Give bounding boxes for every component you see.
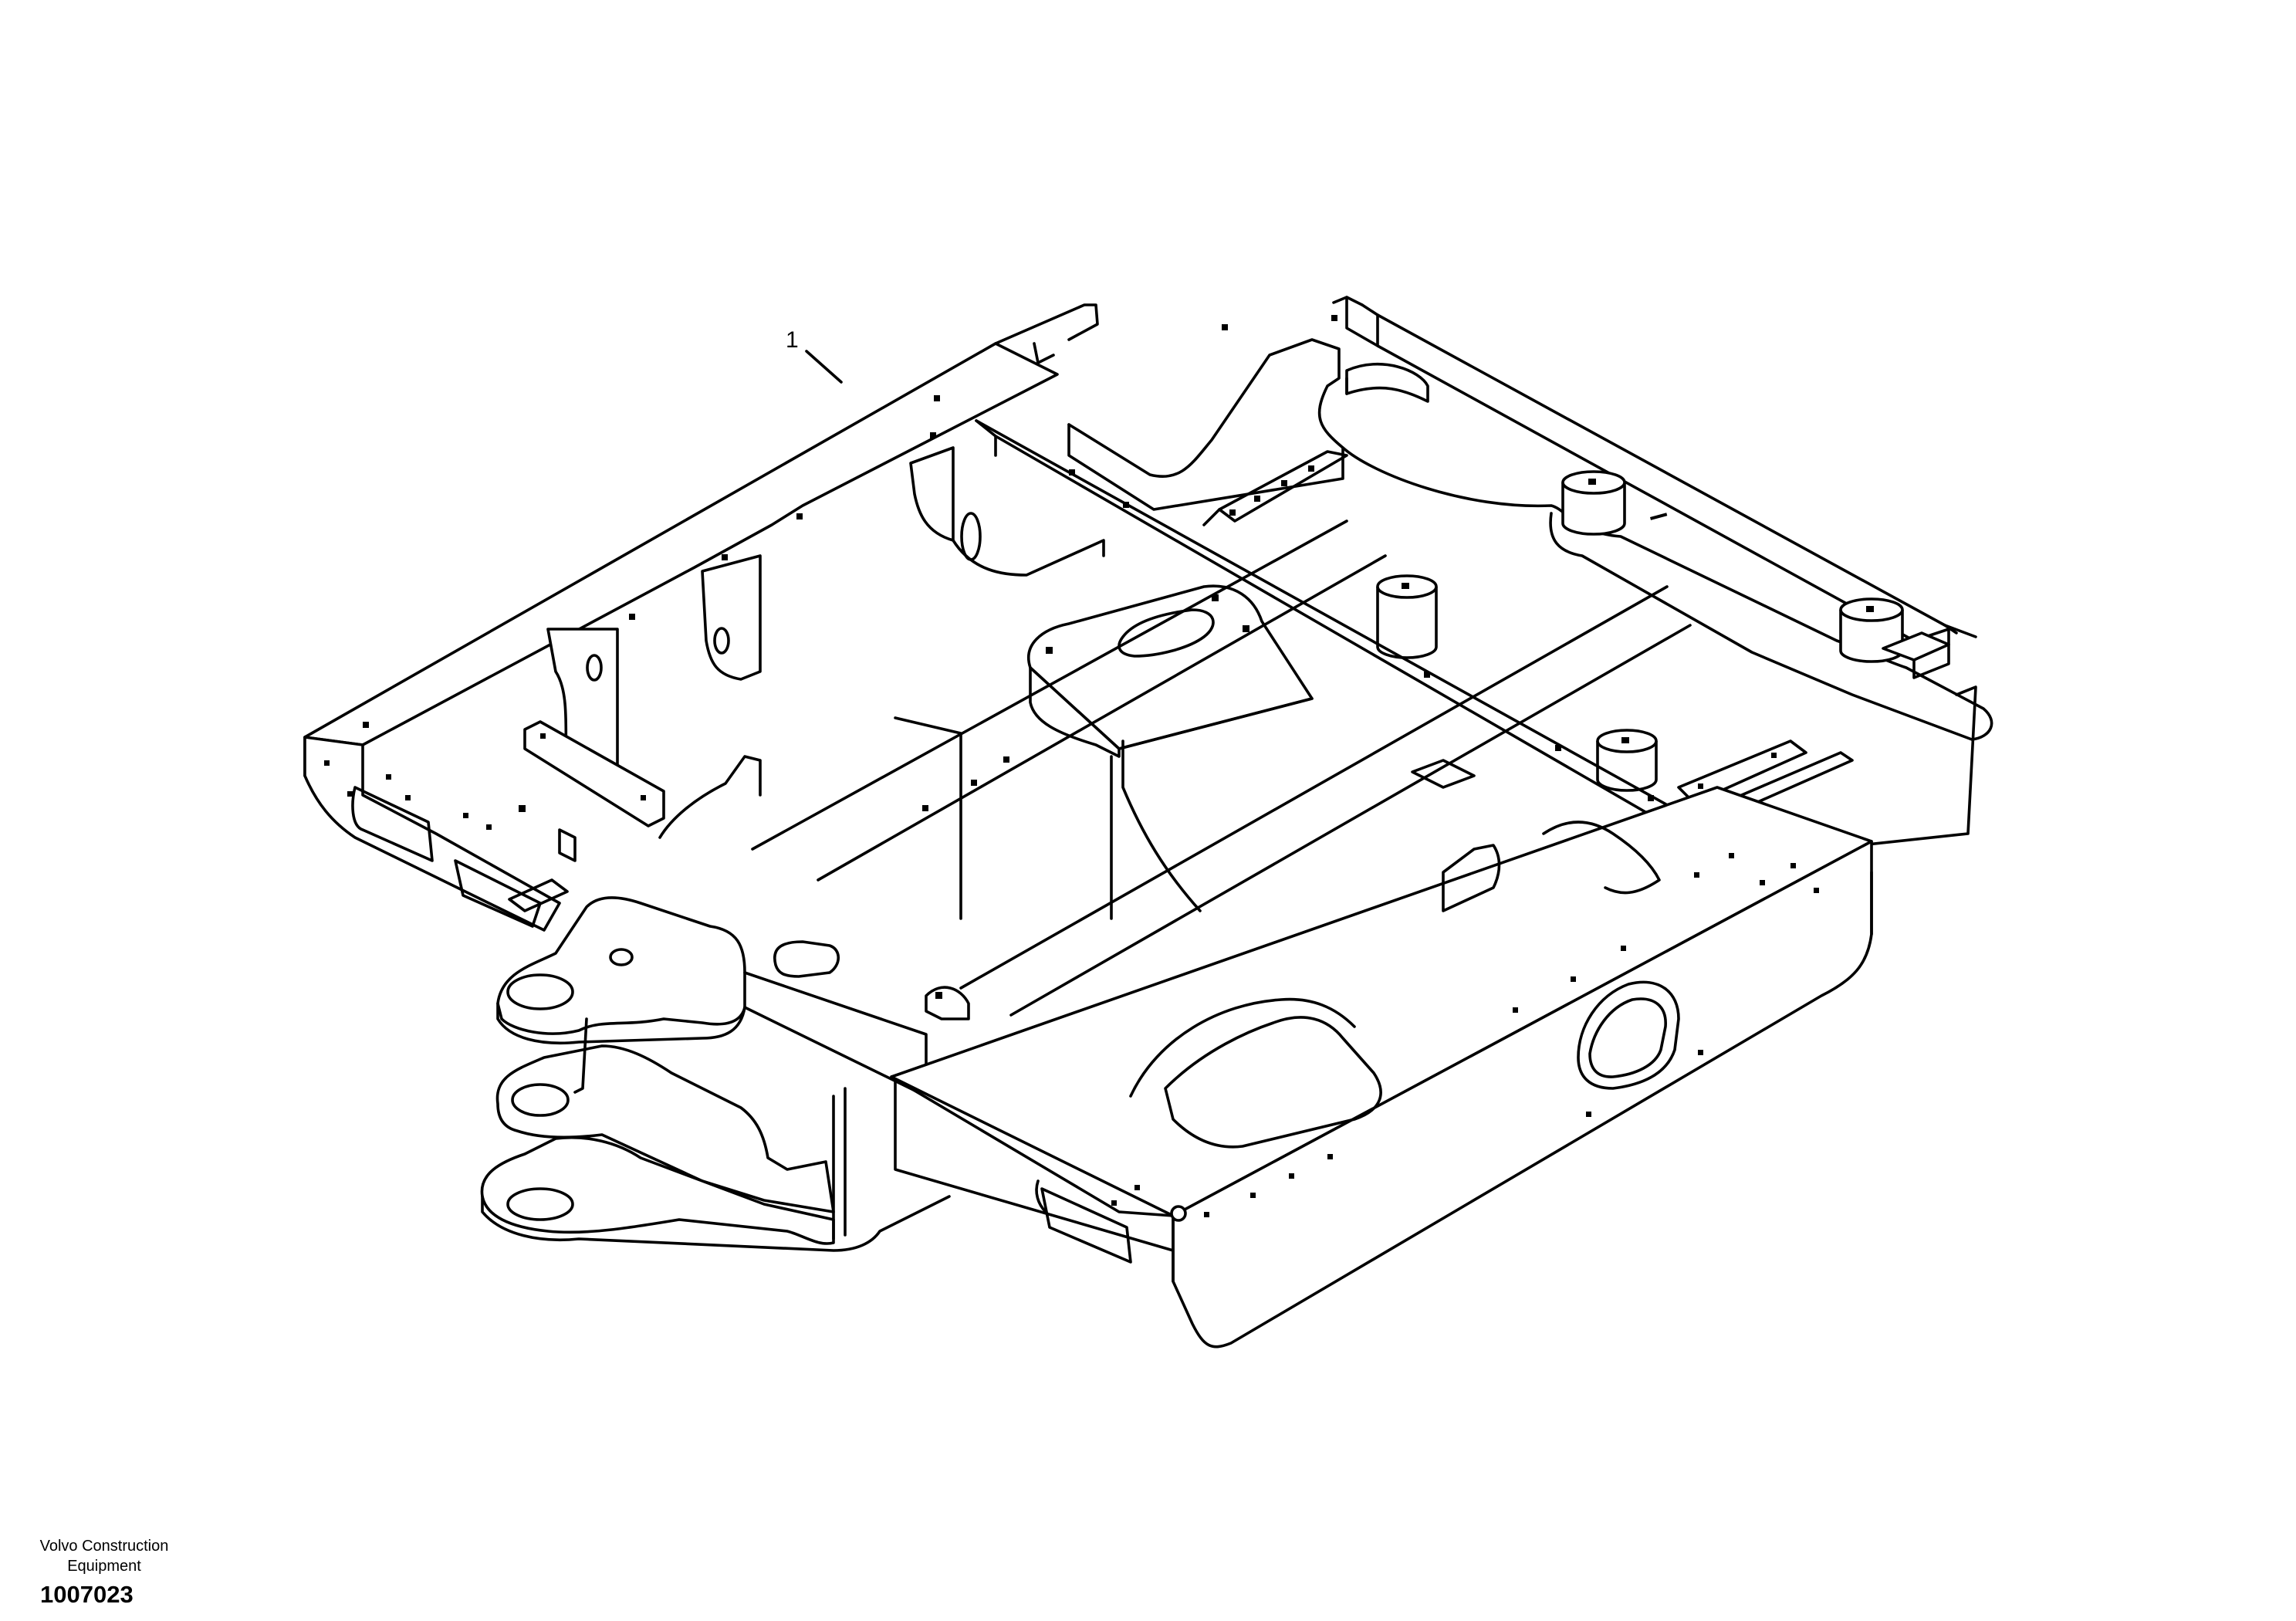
callout-label-1: 1 [786, 327, 799, 353]
rear-frame-rail [1332, 296, 1977, 847]
company-name-line1: Volvo Construction [39, 1538, 169, 1555]
callout-1: 1 [786, 327, 843, 384]
right-box-section [890, 786, 1873, 1349]
footer-company: Volvo Construction Equipment [8, 1536, 201, 1576]
company-name-line2: Equipment [67, 1558, 141, 1575]
left-frame-rail [303, 303, 1099, 777]
left-box-section [303, 736, 577, 932]
boom-mount [480, 896, 970, 1252]
rubber-mounts [1376, 470, 1904, 792]
left-uprights [546, 446, 1105, 781]
center-plate [1027, 584, 1314, 758]
left-small-bracket [523, 720, 762, 839]
callout-leader-line [805, 350, 843, 384]
seat-plate [1067, 315, 1993, 741]
drawing-number: 1007023 [40, 1581, 134, 1608]
center-longitudinal-beam [751, 519, 1692, 1017]
